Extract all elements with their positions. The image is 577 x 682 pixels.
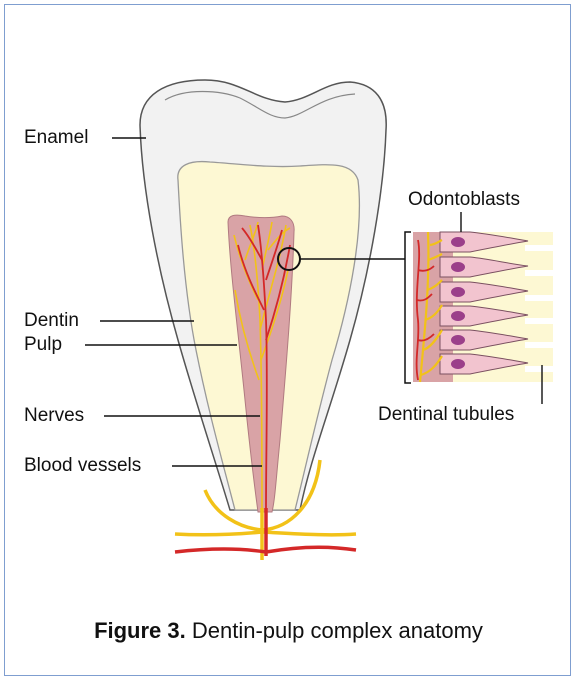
- label-dentinal-tubules: Dentinal tubules: [378, 404, 514, 426]
- label-enamel: Enamel: [24, 127, 88, 149]
- label-nerves: Nerves: [24, 405, 84, 427]
- label-pulp: Pulp: [24, 334, 62, 356]
- inset-bracket: [405, 232, 411, 383]
- label-odontoblasts: Odontoblasts: [408, 189, 520, 211]
- root-blood-vessels: [175, 508, 356, 556]
- figure-caption: Figure 3. Dentin-pulp complex anatomy: [0, 618, 577, 644]
- figure-number: Figure 3.: [94, 618, 186, 643]
- label-dentin: Dentin: [24, 310, 79, 332]
- odontoblast-inset: [405, 232, 553, 383]
- figure-caption-text: Dentin-pulp complex anatomy: [192, 618, 483, 643]
- label-blood-vessels: Blood vessels: [24, 455, 141, 477]
